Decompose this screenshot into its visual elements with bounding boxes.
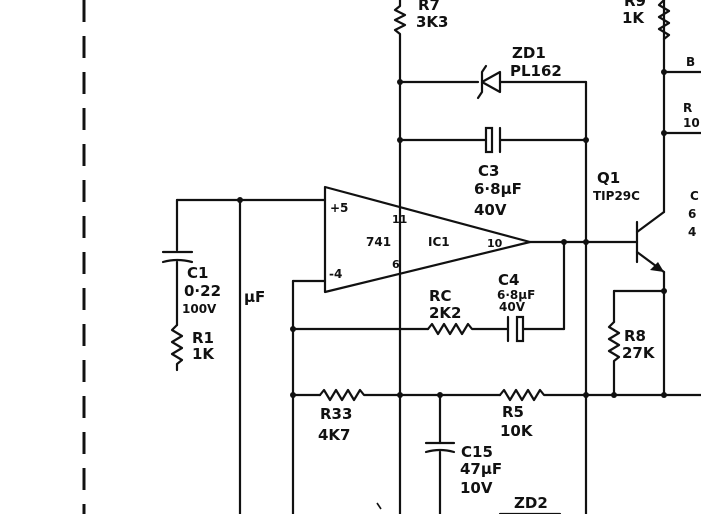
c3-voltage: 40V <box>474 201 507 219</box>
rc-value: 2K2 <box>429 304 462 322</box>
r8-value: 27K <box>622 344 656 362</box>
junction-dot <box>561 239 567 245</box>
r8-ref: R8 <box>624 327 646 345</box>
c15-plate-curved <box>424 448 456 454</box>
r1-resistor <box>170 323 184 372</box>
ic1-pin-out: 10 <box>487 237 503 250</box>
junction-dot <box>583 239 589 245</box>
c1-capacitor-plate-curved <box>161 258 194 264</box>
r7-value: 3K3 <box>416 13 449 31</box>
junction-dot <box>290 392 296 398</box>
junction-dot <box>661 392 667 398</box>
junction-dot <box>661 288 667 294</box>
op-amp-ic1 <box>323 185 532 294</box>
zd1-value: PL162 <box>510 62 562 80</box>
rc-ref: RC <box>429 287 452 305</box>
c15-voltage: 10V <box>460 479 493 497</box>
r33-value: 4K7 <box>318 426 351 444</box>
c3-ref: C3 <box>478 162 499 180</box>
r5-resistor <box>498 388 588 402</box>
r9-ref: R9 <box>624 0 646 10</box>
wire-stub <box>376 502 382 510</box>
r1-ref: R1 <box>192 329 214 347</box>
q1-value: TIP29C <box>593 189 640 203</box>
c15-value: 47μF <box>460 460 502 478</box>
q1-ref: Q1 <box>597 169 620 187</box>
r5-ref: R5 <box>502 403 524 421</box>
c15-ref: C15 <box>461 443 493 461</box>
r7-ref: R7 <box>418 0 440 14</box>
q1-emitter-arrow <box>650 262 664 272</box>
r5-value: 10K <box>500 422 534 440</box>
partial-label-6: 6 <box>688 207 696 221</box>
junction-dot <box>583 137 589 143</box>
c1-value: 0·22 <box>184 282 221 300</box>
ic1-pin-bottom: 6 <box>392 258 400 271</box>
junction-dot <box>611 392 617 398</box>
c3-value: 6·8μF <box>474 180 522 198</box>
zd2-ref: ZD2 <box>514 494 548 512</box>
ic1-label: 741 <box>366 235 391 249</box>
c4-ref: C4 <box>498 271 519 289</box>
c3-capacitor <box>484 126 494 154</box>
partial-label-10: 10 <box>683 116 700 130</box>
zd1-bar <box>476 64 488 100</box>
r8-resistor <box>607 320 621 397</box>
zd1-zener-diode <box>480 70 502 94</box>
c4-voltage: 40V <box>499 300 526 314</box>
ic1-ref: IC1 <box>428 235 450 249</box>
r33-ref: R33 <box>320 405 352 423</box>
partial-label-r: R <box>683 101 692 115</box>
partial-label-4: 4 <box>688 225 696 239</box>
ic1-pin-pos: +5 <box>330 201 348 215</box>
ic1-pin-top: 11 <box>392 213 407 226</box>
c1-voltage: 100V <box>182 302 217 316</box>
c4-value: 6·8μF <box>497 288 535 302</box>
r9-value: 1K <box>622 9 645 27</box>
partial-label-b: B <box>686 55 695 69</box>
r9-resistor <box>657 0 671 41</box>
r33-resistor <box>318 388 402 402</box>
rc-resistor <box>426 322 510 336</box>
r7-resistor <box>393 0 407 84</box>
c1-unit: μF <box>244 288 265 306</box>
partial-label-c: C <box>690 189 699 203</box>
r1-value: 1K <box>192 345 215 363</box>
ic1-pin-neg: -4 <box>329 267 342 281</box>
q1-collector <box>635 210 666 234</box>
zd1-ref: ZD1 <box>512 44 546 62</box>
c1-ref: C1 <box>187 264 208 282</box>
